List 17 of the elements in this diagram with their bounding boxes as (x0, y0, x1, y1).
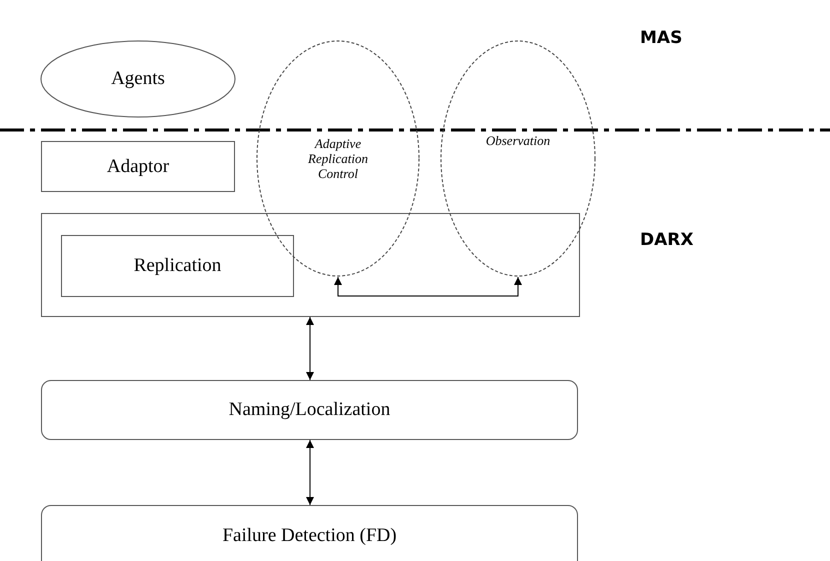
ellipse-label: Observation (486, 134, 550, 149)
connector-arrow (306, 316, 314, 380)
layer-label: MAS (640, 28, 682, 48)
node-label: Adaptor (106, 156, 170, 178)
connector-arrow (334, 276, 522, 296)
node-label: Naming/Localization (228, 399, 390, 421)
container-box (41, 213, 580, 317)
node-label: Agents (111, 68, 165, 90)
component-box (41, 141, 235, 192)
connector-arrow (306, 440, 314, 506)
component-box (61, 235, 294, 297)
layer-label: DARX (640, 230, 694, 250)
node-label: Replication (134, 255, 222, 277)
ellipse-label: Adaptive Replication Control (307, 137, 369, 182)
layer-box (41, 380, 578, 440)
node-label: Failure Detection (FD) (222, 525, 397, 547)
layer-box (41, 505, 578, 561)
